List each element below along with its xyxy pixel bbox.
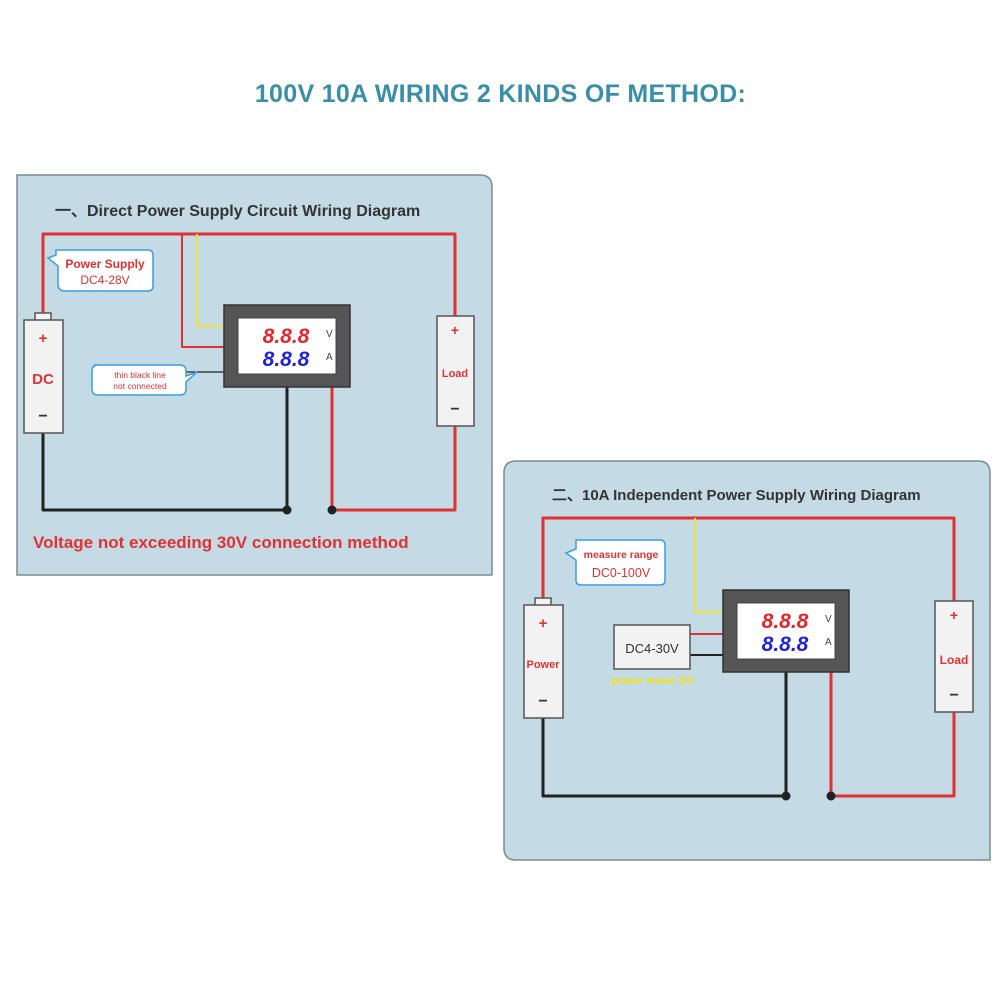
meter-supply-label: DC4-30V <box>625 641 679 656</box>
volt-amp-meter: 8.8.8 V 8.8.8 A <box>223 304 351 388</box>
voltage-reading: 8.8.8 <box>762 610 809 633</box>
junction-dot <box>826 791 836 801</box>
voltage-note: Voltage not exceeding 30V connection met… <box>33 533 409 552</box>
current-reading: 8.8.8 <box>762 633 809 656</box>
panel-heading: 一、Direct Power Supply Circuit Wiring Dia… <box>55 203 420 220</box>
plus-sign: + <box>451 322 459 338</box>
amp-unit: A <box>326 352 333 363</box>
callout-thin-black-line: thin black line not connected <box>91 364 198 396</box>
dc-battery: + DC − <box>23 312 64 434</box>
battery-label: DC <box>32 371 54 388</box>
minus-sign: − <box>38 408 47 425</box>
callout-text: not connected <box>113 381 167 391</box>
page-title: 100V 10A WIRING 2 KINDS OF METHOD: <box>254 80 747 108</box>
callout-text: DC4-28V <box>80 273 129 287</box>
load-component: + Load − <box>436 315 475 427</box>
load-label: Load <box>940 653 969 667</box>
wires <box>41 232 457 512</box>
junction-dot <box>327 505 337 515</box>
volt-unit: V <box>326 329 333 340</box>
callout-measure-range: measure range DC0-100V <box>564 539 666 586</box>
meter-power-wire <box>181 234 224 348</box>
voltage-sense-wire <box>196 234 224 327</box>
positive-wire <box>541 516 956 604</box>
load-label: Load <box>442 368 468 380</box>
junction-dot <box>781 791 791 801</box>
panel-independent-supply: 二、10A Independent Power Supply Wiring Di… <box>503 460 991 861</box>
minus-sign: − <box>450 401 459 418</box>
callout-text: measure range <box>584 549 659 561</box>
panel-heading: 二、10A Independent Power Supply Wiring Di… <box>552 487 921 504</box>
voltage-reading: 8.8.8 <box>263 325 310 348</box>
junction-dot <box>282 505 292 515</box>
wires <box>541 516 956 798</box>
battery-label: Power <box>526 659 560 671</box>
callout-text: Power Supply <box>65 257 145 271</box>
volt-amp-meter: 8.8.8 V 8.8.8 A <box>722 589 850 673</box>
meter-supply-caption: power meter DC <box>611 675 695 687</box>
load-return-wire <box>330 386 457 512</box>
minus-sign: − <box>949 687 958 704</box>
negative-wire <box>541 672 788 798</box>
current-reading: 8.8.8 <box>263 348 310 371</box>
minus-sign: − <box>538 693 547 710</box>
callout-text: DC0-100V <box>592 566 651 580</box>
load-component: + Load − <box>934 600 974 713</box>
callout-text: thin black line <box>114 370 166 380</box>
positive-wire <box>41 232 457 318</box>
panel-direct-supply: 一、Direct Power Supply Circuit Wiring Dia… <box>16 174 493 576</box>
meter-supply-box: DC4-30V power meter DC <box>611 624 695 687</box>
voltage-sense-wire <box>694 518 723 613</box>
plus-sign: + <box>39 330 48 347</box>
callout-power-supply: Power Supply DC4-28V <box>46 249 154 292</box>
volt-unit: V <box>825 614 832 625</box>
negative-wire <box>41 386 289 512</box>
amp-unit: A <box>825 637 832 648</box>
power-battery: + Power − <box>523 597 564 719</box>
load-return-wire <box>829 672 956 798</box>
plus-sign: + <box>950 607 958 623</box>
plus-sign: + <box>539 615 548 632</box>
